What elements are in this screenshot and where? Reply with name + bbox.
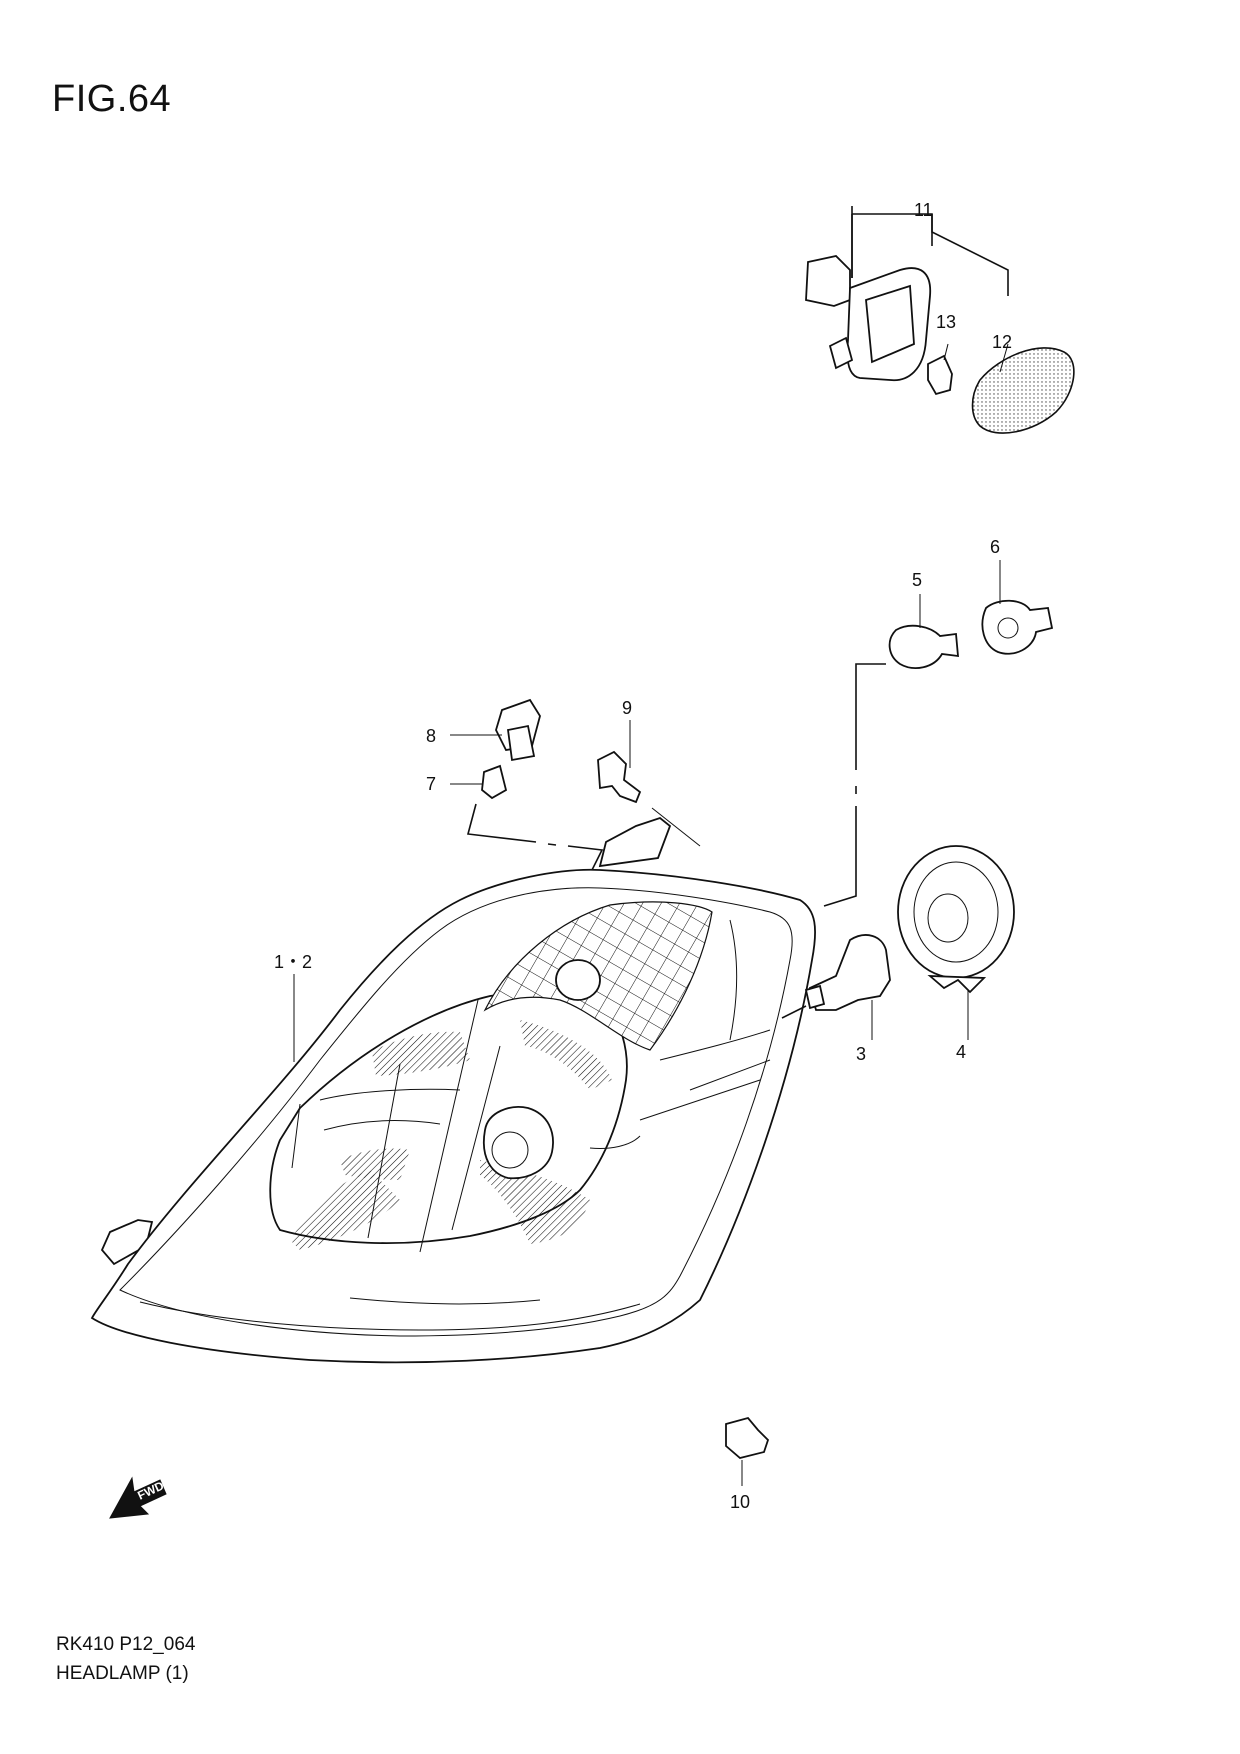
figure-name: HEADLAMP (1) (56, 1663, 189, 1684)
callout-4: 4 (956, 1042, 966, 1062)
screw (597, 720, 701, 847)
callout-5: 5 (912, 570, 922, 590)
callout-12: 12 (992, 332, 1012, 352)
fwd-arrow: FWD (109, 1476, 167, 1519)
clip (725, 1416, 770, 1486)
callout-1-2: 1・2 (274, 952, 312, 972)
callout-10: 10 (730, 1492, 750, 1512)
callout-7: 7 (426, 774, 436, 794)
callout-6: 6 (990, 537, 1000, 557)
callout-13: 13 (936, 312, 956, 332)
turn-bulb-and-socket (823, 560, 1054, 907)
callout-11: 11 (914, 200, 933, 220)
callout-3: 3 (856, 1044, 866, 1064)
callout-8: 8 (426, 726, 436, 746)
side-turn-lamp-group (805, 206, 1075, 434)
figure-code: RK410 P12_064 (56, 1634, 196, 1655)
position-bulb-and-socket (450, 698, 604, 871)
figure-title: FIG.64 (52, 78, 172, 120)
headlamp-bulb-cover (897, 845, 1015, 1040)
callout-9: 9 (622, 698, 632, 718)
headlamp-assembly (90, 816, 817, 1364)
headlamp-bulb (781, 934, 891, 1040)
